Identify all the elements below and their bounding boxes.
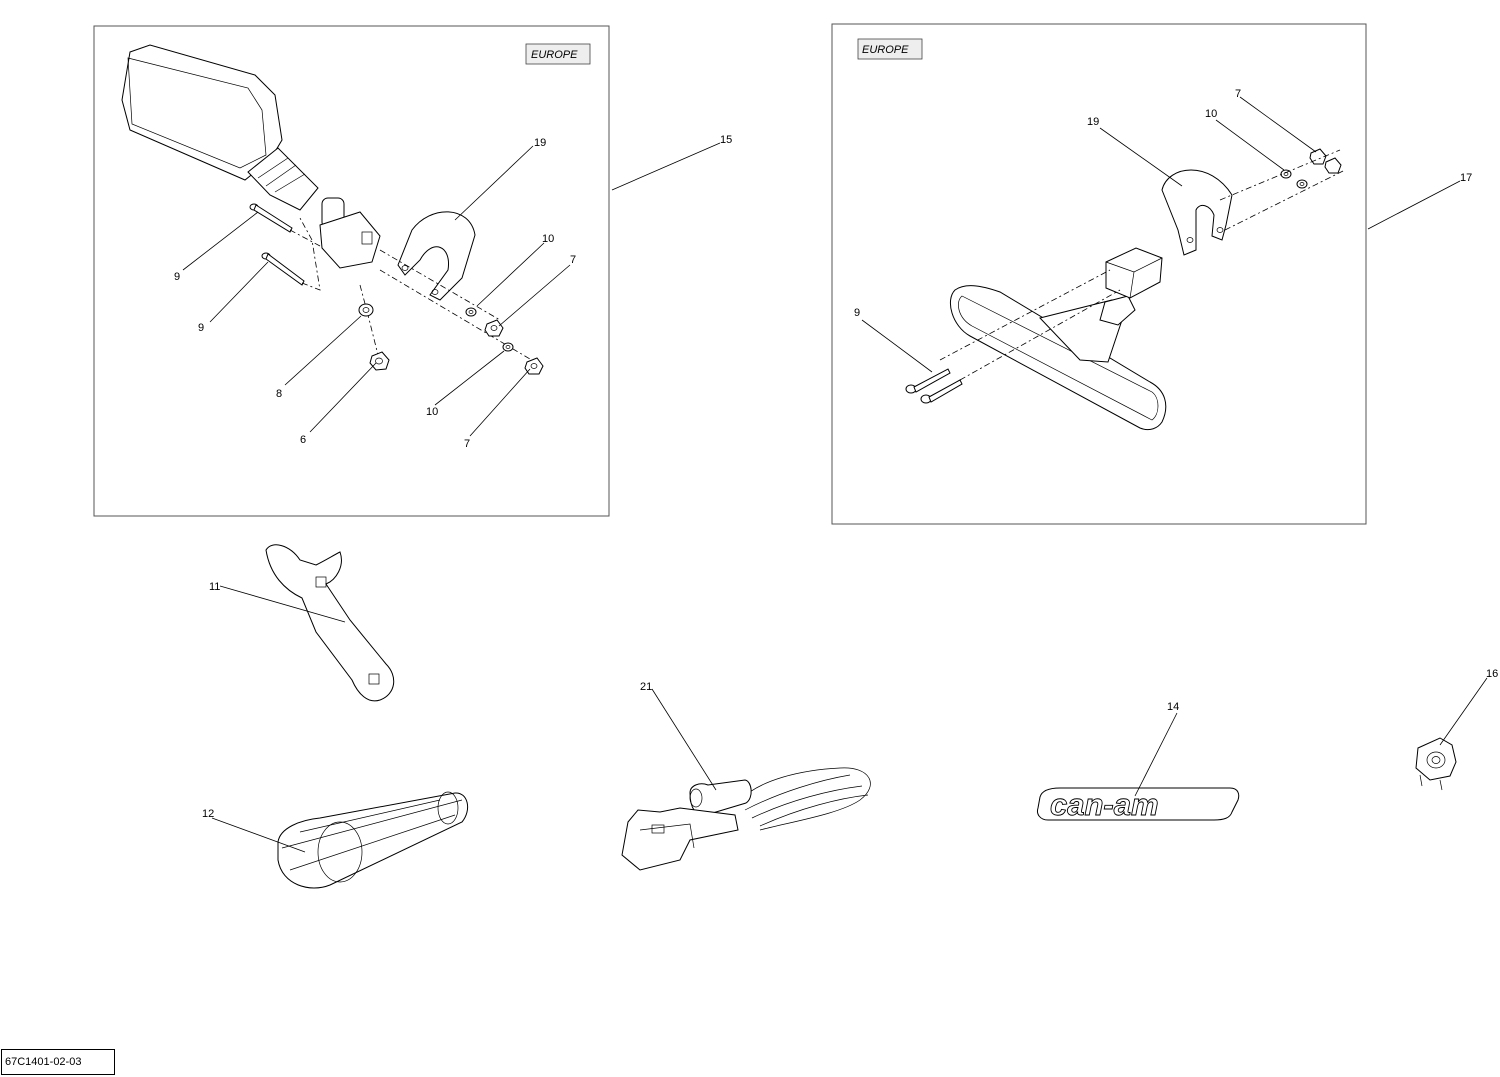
europe-tag-right — [857, 38, 923, 60]
side-mirror-frame — [93, 25, 610, 517]
power-socket-16[interactable]: 16 — [1415, 668, 1498, 791]
callout-6: 6 — [300, 434, 306, 446]
callout-8: 8 — [276, 388, 282, 400]
bolt-9a[interactable] — [249, 203, 293, 233]
nut-7c[interactable] — [1309, 148, 1327, 165]
rearview-mirror[interactable] — [950, 247, 1167, 431]
callout-10: 10 — [542, 233, 554, 245]
callout-19: 19 — [1087, 116, 1099, 128]
callout-9: 9 — [854, 307, 860, 319]
power-cable-21[interactable]: 21 — [621, 681, 871, 871]
callout-19: 19 — [534, 137, 546, 149]
washer-8[interactable] — [358, 303, 374, 317]
europe-tag-left — [525, 43, 591, 65]
nut-6[interactable] — [369, 351, 390, 371]
callout-7: 7 — [570, 254, 576, 266]
europe-tag-right-text: EUROPE — [862, 44, 909, 56]
callout-10: 10 — [426, 406, 438, 418]
bolt-9c[interactable] — [905, 368, 951, 394]
callout-9: 9 — [198, 322, 204, 334]
callout-21: 21 — [640, 681, 652, 693]
nut-7d[interactable] — [1324, 157, 1342, 174]
clamp-19-left[interactable] — [397, 211, 476, 301]
callout-11: 11 — [209, 581, 220, 593]
europe-tag-left-text: EUROPE — [531, 49, 578, 61]
side-mirror-panel: EUROPE — [93, 25, 732, 517]
rearview-mirror-frame — [831, 23, 1367, 525]
callout-12: 12 — [202, 808, 214, 820]
callout-7: 7 — [1235, 88, 1241, 100]
side-mirror[interactable] — [121, 44, 381, 269]
callout-16: 16 — [1486, 668, 1498, 680]
washer-10a[interactable] — [465, 307, 477, 317]
nut-7a[interactable] — [484, 319, 504, 337]
bolt-9b[interactable] — [261, 252, 305, 286]
drawing-number: 67C1401-02-03 — [1, 1049, 115, 1075]
callout-9: 9 — [174, 271, 180, 283]
callout-10: 10 — [1205, 108, 1217, 120]
callout-7: 7 — [464, 438, 470, 450]
can-am-decal-14[interactable]: can-am 14 — [1037, 701, 1240, 822]
callout-14: 14 — [1167, 701, 1179, 713]
callout-15: 15 — [720, 134, 732, 146]
rearview-mirror-panel: EUROPE — [831, 23, 1472, 525]
washer-10b[interactable] — [502, 342, 514, 352]
callout-17: 17 — [1460, 172, 1472, 184]
bolt-9d[interactable] — [920, 379, 963, 404]
wrench-11[interactable]: 11 — [209, 544, 395, 702]
washer-10d[interactable] — [1296, 179, 1308, 189]
can-am-logo: can-am — [1050, 787, 1159, 822]
clamp-19-right[interactable] — [1161, 169, 1233, 256]
cone-12[interactable]: 12 — [202, 791, 469, 889]
